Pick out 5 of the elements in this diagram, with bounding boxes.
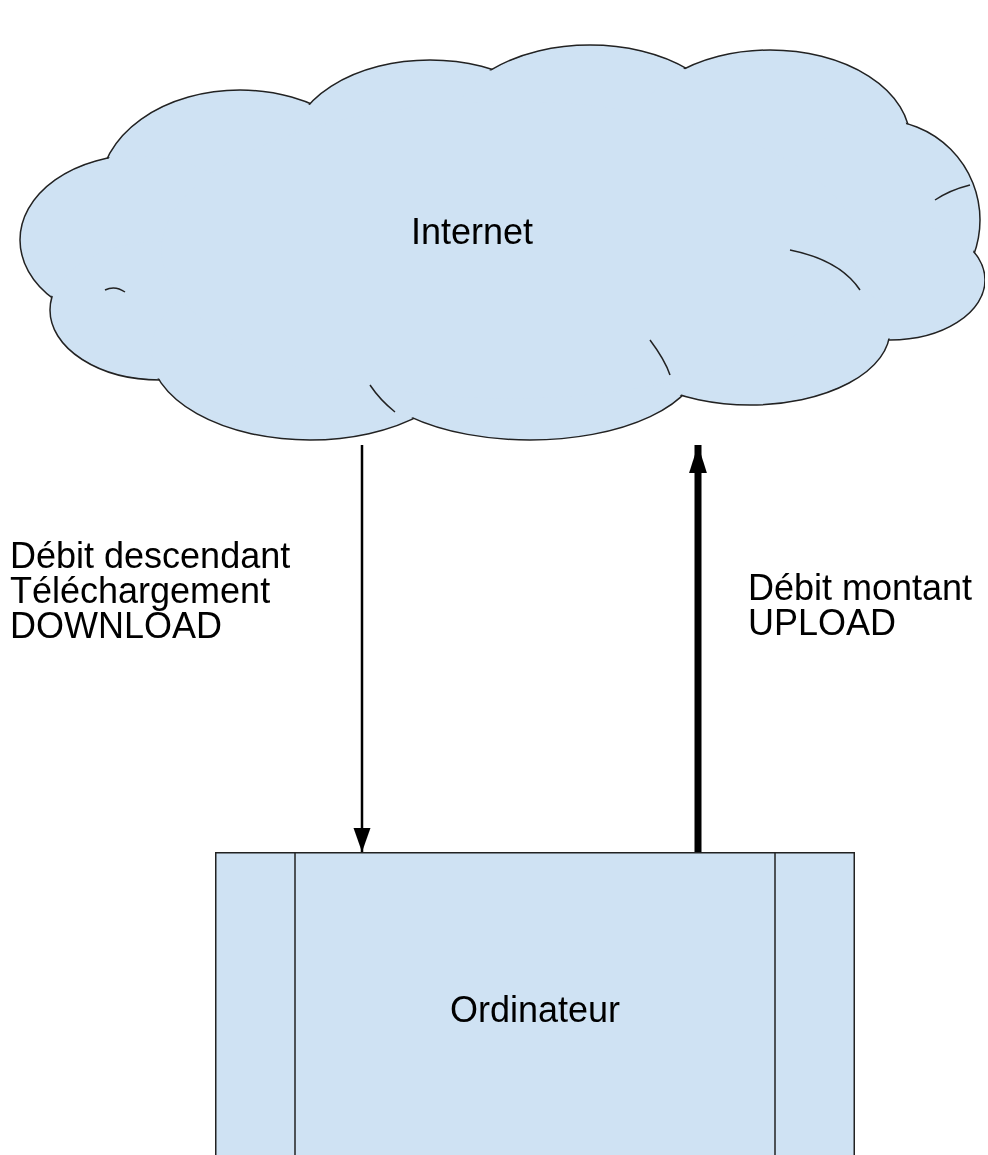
- node-label: Internet: [410, 211, 534, 253]
- arrow: [353, 445, 371, 852]
- node-label: Ordinateur: [449, 989, 621, 1031]
- edge-label: Débit montant UPLOAD: [748, 570, 974, 640]
- edge-label: Débit descendant Téléchargement DOWNLOAD: [10, 538, 292, 643]
